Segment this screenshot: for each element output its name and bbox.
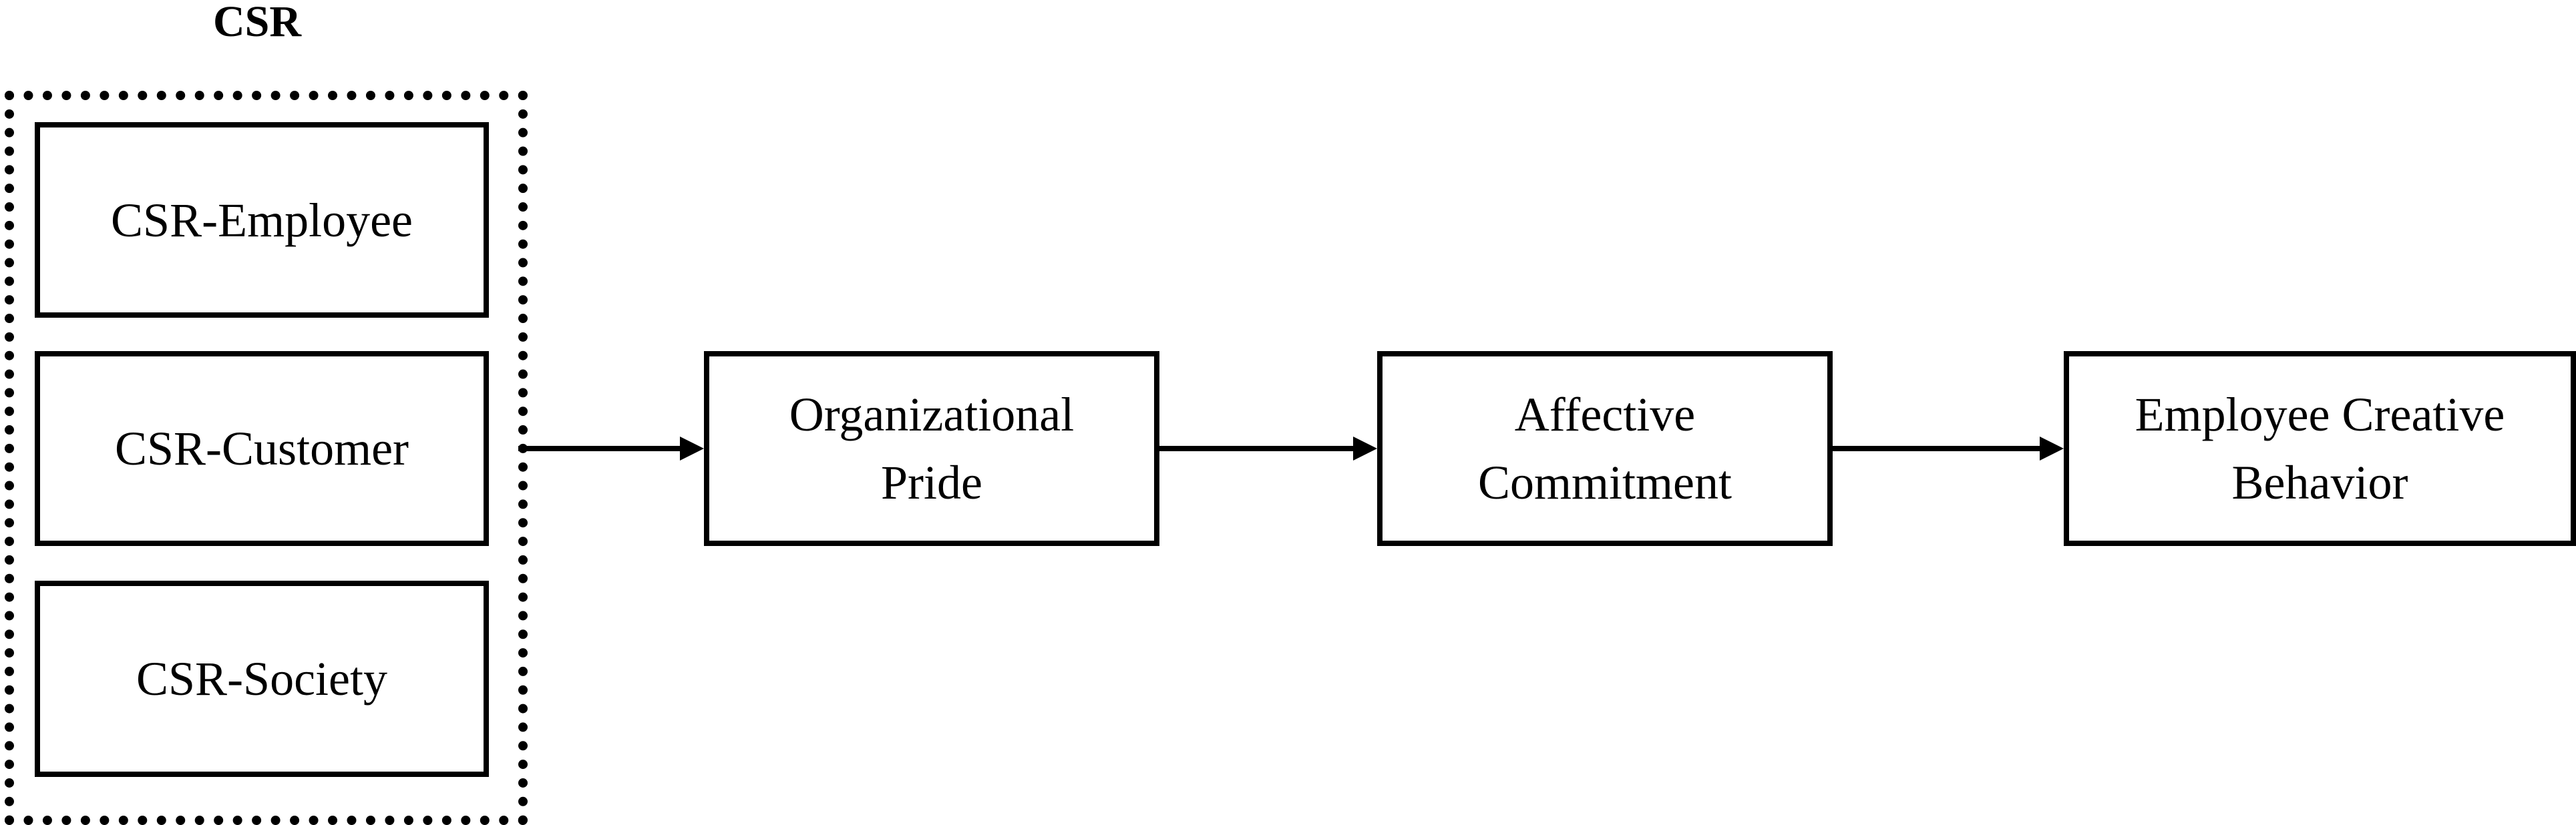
employee-creative-behavior-box: Employee Creative Behavior — [2064, 351, 2576, 546]
arrowhead-affective — [1353, 437, 1377, 461]
arrowhead-creative — [2040, 437, 2064, 461]
csr-society-label: CSR-Society — [136, 652, 388, 706]
csr-group-title: CSR — [212, 0, 302, 46]
csr-customer-box: CSR-Customer — [35, 351, 489, 546]
employee-creative-behavior-label: Employee Creative Behavior — [2135, 388, 2505, 509]
csr-society-box: CSR-Society — [35, 581, 489, 777]
arrowhead-pride — [680, 437, 704, 461]
csr-employee-box: CSR-Employee — [35, 122, 489, 318]
csr-customer-label: CSR-Customer — [114, 422, 409, 475]
organizational-pride-label: Organizational Pride — [789, 388, 1075, 509]
affective-commitment-label: Affective Commitment — [1477, 388, 1732, 509]
affective-commitment-box: Affective Commitment — [1377, 351, 1833, 546]
csr-employee-label: CSR-Employee — [111, 193, 413, 247]
organizational-pride-box: Organizational Pride — [704, 351, 1159, 546]
